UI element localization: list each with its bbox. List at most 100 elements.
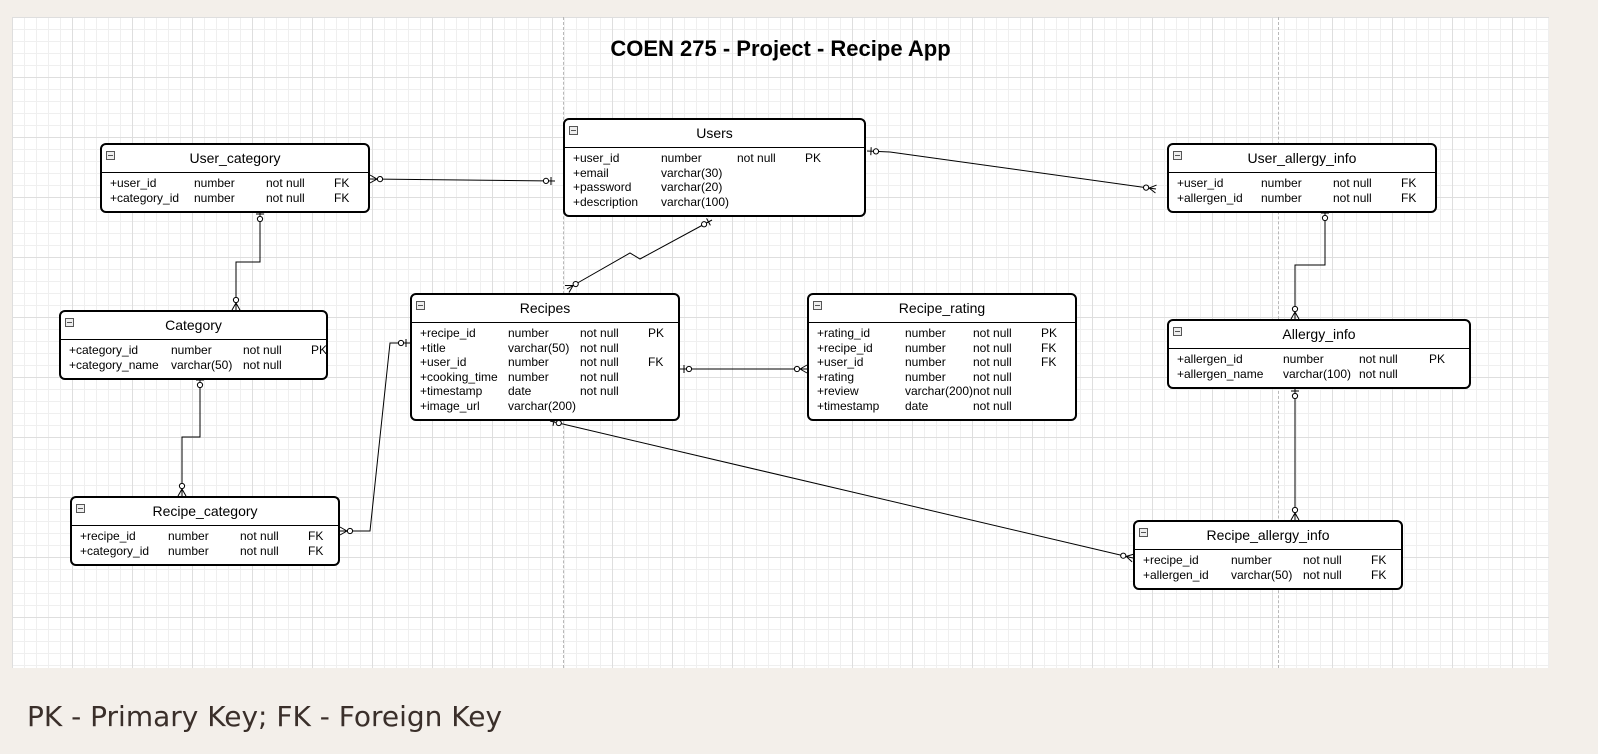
- attribute-constraint: not null: [973, 398, 1012, 413]
- attribute-constraint: not null: [973, 340, 1012, 355]
- attribute-key: PK: [311, 343, 328, 357]
- attribute-constraint: not null: [243, 357, 282, 372]
- attribute-constraint: not null: [1303, 567, 1342, 582]
- optional-marker: [542, 177, 550, 185]
- many-marker: [235, 302, 241, 311]
- entity-header: Recipe_allergy_info: [1135, 522, 1401, 550]
- many-marker: [177, 488, 183, 497]
- attribute-constraint: not null: [580, 355, 619, 369]
- attribute-key: PK: [1041, 326, 1058, 340]
- entity-recipe-allergy-info[interactable]: Recipe_allergy_info +recipe_id number not n…: [1133, 520, 1403, 590]
- attribute-name: +recipe_id: [1143, 553, 1199, 567]
- attribute-type: number: [508, 355, 549, 369]
- many-marker: [231, 302, 237, 311]
- many-marker: [1148, 187, 1156, 194]
- many-marker: [1294, 512, 1300, 521]
- many-marker: [1294, 311, 1300, 320]
- attribute-key: FK: [1401, 176, 1417, 190]
- attribute-constraint: not null: [1359, 366, 1398, 381]
- collapse-icon[interactable]: [569, 126, 578, 135]
- attribute-key: PK: [648, 326, 665, 340]
- attribute-name: +user_id: [110, 176, 157, 190]
- entity-header: Recipe_category: [72, 498, 338, 526]
- attribute-name: +user_id: [1177, 176, 1224, 190]
- attribute-type: number: [661, 151, 702, 165]
- attribute-type: date: [905, 398, 929, 413]
- entity-header: User_category: [102, 145, 368, 173]
- entity-title: Users: [696, 125, 733, 141]
- attribute-type: number: [905, 355, 946, 369]
- attribute-name: +description: [573, 194, 639, 209]
- attribute-type: number: [1283, 352, 1324, 366]
- optional-marker: [685, 365, 693, 373]
- attribute-key: FK: [1371, 553, 1387, 567]
- attribute-type: varchar(200): [508, 398, 577, 413]
- connector-path: [340, 342, 410, 532]
- legend-text: PK - Primary Key; FK - Foreign Key: [27, 700, 503, 733]
- attribute-constraint: not null: [1359, 352, 1398, 366]
- attribute-name: +allergen_name: [1177, 366, 1264, 381]
- attribute-key: FK: [334, 190, 350, 205]
- attribute-type: number: [1231, 553, 1272, 567]
- attribute-type: number: [168, 543, 209, 558]
- attribute-type: varchar(50): [508, 340, 570, 355]
- collapse-icon[interactable]: [416, 301, 425, 310]
- collapse-icon[interactable]: [1139, 528, 1148, 537]
- optional-marker: [376, 176, 384, 183]
- attribute-constraint: not null: [580, 340, 619, 355]
- optional-marker: [572, 280, 579, 288]
- entity-header: Category: [61, 312, 326, 340]
- attribute-type: number: [905, 326, 946, 340]
- relationship-line: [177, 376, 204, 497]
- entity-title: Recipe_rating: [898, 300, 986, 316]
- attribute-constraint: not null: [240, 529, 279, 543]
- relationship-line: [1290, 387, 1300, 521]
- many-marker: [181, 488, 187, 497]
- attribute-name: +email: [573, 165, 609, 180]
- attribute-type: number: [508, 369, 549, 384]
- attribute-type: number: [194, 176, 235, 190]
- attribute-type: number: [1261, 176, 1302, 190]
- attribute-key: FK: [1371, 567, 1387, 582]
- relationship-line: [369, 174, 556, 185]
- connector-path: [181, 376, 201, 496]
- collapse-icon[interactable]: [1173, 327, 1182, 336]
- optional-marker: [700, 221, 708, 228]
- attribute-key: FK: [1041, 355, 1057, 369]
- attribute-type: varchar(100): [661, 194, 730, 209]
- collapse-icon[interactable]: [106, 151, 115, 160]
- collapse-icon[interactable]: [813, 301, 822, 310]
- entity-title: Category: [165, 317, 222, 333]
- collapse-icon[interactable]: [1173, 151, 1182, 160]
- collapse-icon[interactable]: [65, 318, 74, 327]
- collapse-icon[interactable]: [76, 504, 85, 513]
- attribute-type: number: [905, 369, 946, 384]
- attribute-type: number: [171, 343, 212, 357]
- attribute-constraint: not null: [1303, 553, 1342, 567]
- attribute-name: +category_id: [80, 543, 150, 558]
- attribute-name: +recipe_id: [817, 340, 873, 355]
- attribute-type: number: [194, 190, 235, 205]
- attribute-type: date: [508, 384, 532, 398]
- diagram-title: COEN 275 - Project - Recipe App: [610, 36, 951, 61]
